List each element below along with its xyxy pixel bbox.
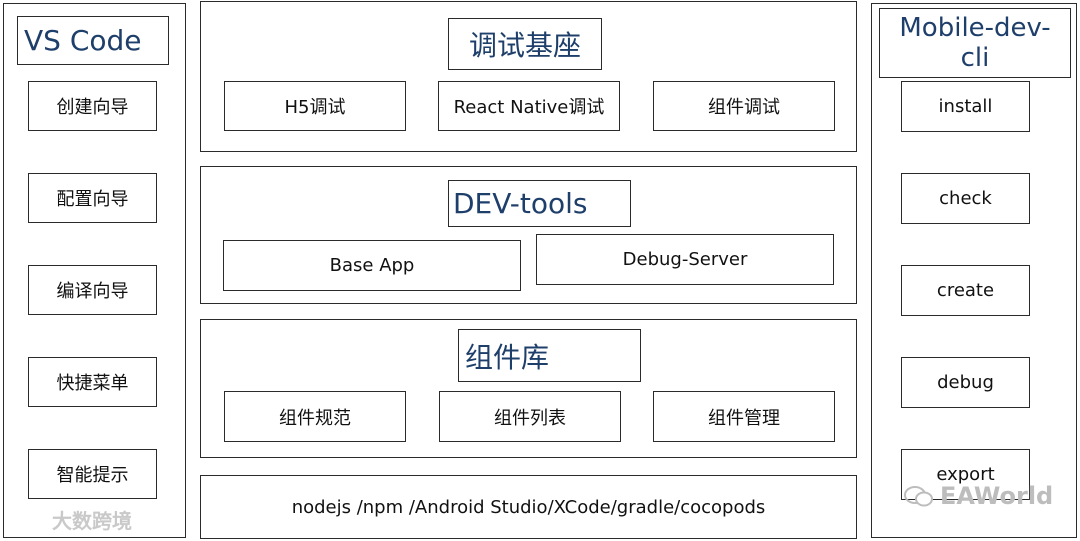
vscode-item-create-wizard: 创建向导 <box>28 81 157 131</box>
debug-base-title: 调试基座 <box>448 18 602 70</box>
mobile-dev-cli-title: Mobile-dev-cli <box>879 8 1071 78</box>
component-item-list: 组件列表 <box>439 391 621 442</box>
dev-tools-item-base-app: Base App <box>223 240 521 291</box>
vscode-item-quick-menu: 快捷菜单 <box>28 357 157 407</box>
cli-item-check: check <box>901 173 1030 224</box>
debug-item-react-native: React Native调试 <box>438 81 620 131</box>
toolchain-bar: nodejs /npm /Android Studio/XCode/gradle… <box>200 475 857 539</box>
vscode-item-config-wizard: 配置向导 <box>28 173 157 223</box>
component-lib-title: 组件库 <box>458 329 641 382</box>
watermark-left: 大数跨境 <box>52 509 132 533</box>
debug-item-h5: H5调试 <box>224 81 406 131</box>
watermark-right: EAWorld <box>940 482 1054 510</box>
vscode-item-smart-hint: 智能提示 <box>28 449 157 499</box>
dev-tools-item-debug-server: Debug-Server <box>536 234 834 285</box>
vscode-item-compile-wizard: 编译向导 <box>28 265 157 315</box>
wechat-icon <box>904 486 933 507</box>
vscode-title: VS Code <box>17 16 169 65</box>
cli-item-install: install <box>901 81 1030 132</box>
cli-item-debug: debug <box>901 357 1030 408</box>
component-item-spec: 组件规范 <box>224 391 406 442</box>
component-item-manage: 组件管理 <box>653 391 835 442</box>
cli-item-create: create <box>901 265 1030 316</box>
cli-item-export: export <box>901 449 1030 500</box>
debug-item-component: 组件调试 <box>653 81 835 131</box>
dev-tools-title: DEV-tools <box>448 180 631 227</box>
